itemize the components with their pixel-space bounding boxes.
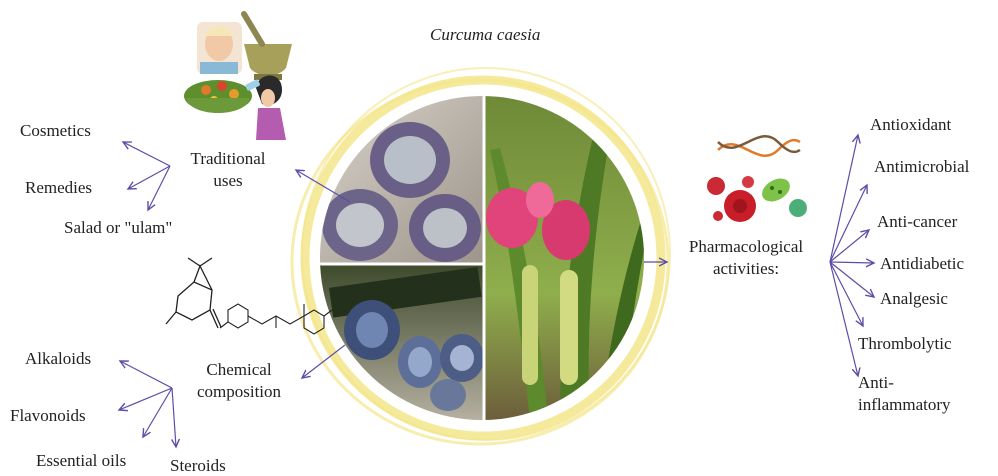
traditional-uses-line2: uses [172, 170, 284, 192]
anti-inflammatory-line2: inflammatory [858, 394, 951, 416]
dna-icon [718, 136, 800, 156]
item-cosmetics: Cosmetics [20, 120, 91, 142]
item-salad-ulam: Salad or "ulam" [64, 217, 172, 239]
traditional-uses-line1: Traditional [172, 148, 284, 170]
item-analgesic: Analgesic [880, 288, 948, 310]
item-antidiabetic: Antidiabetic [880, 253, 964, 275]
item-thrombolytic: Thrombolytic [858, 333, 951, 355]
curcuma-photo-collage [320, 96, 648, 426]
pharmacological-line1: Pharmacological [668, 236, 824, 258]
chemical-composition-line1: Chemical [178, 359, 300, 381]
item-anti-inflammatory: Anti- inflammatory [858, 372, 951, 416]
traditional-uses-label: Traditional uses [172, 148, 284, 192]
anti-inflammatory-line1: Anti- [858, 372, 951, 394]
item-remedies: Remedies [25, 177, 92, 199]
pharmacological-line2: activities: [668, 258, 824, 280]
item-anti-cancer: Anti-cancer [877, 211, 957, 233]
face-mask-icon [197, 22, 242, 74]
item-flavonoids: Flavonoids [10, 405, 86, 427]
blood-cell-icon [707, 176, 756, 222]
item-alkaloids: Alkaloids [25, 348, 91, 370]
item-antimicrobial: Antimicrobial [874, 156, 969, 178]
salad-bowl-icon [184, 80, 252, 113]
woman-drinking-icon [245, 76, 286, 141]
item-essential-oils: Essential oils [36, 450, 126, 472]
chemical-composition-line2: composition [178, 381, 300, 403]
chemical-composition-label: Chemical composition [178, 359, 300, 403]
item-steroids: Steroids [170, 455, 226, 476]
pharmacological-activities-label: Pharmacological activities: [668, 236, 824, 280]
item-antioxidant: Antioxidant [870, 114, 951, 136]
figure-title: Curcuma caesia [430, 24, 540, 46]
bacteria-icon [758, 174, 807, 217]
mortar-pestle-icon [244, 14, 292, 80]
camphor-molecule-icon [166, 258, 221, 328]
